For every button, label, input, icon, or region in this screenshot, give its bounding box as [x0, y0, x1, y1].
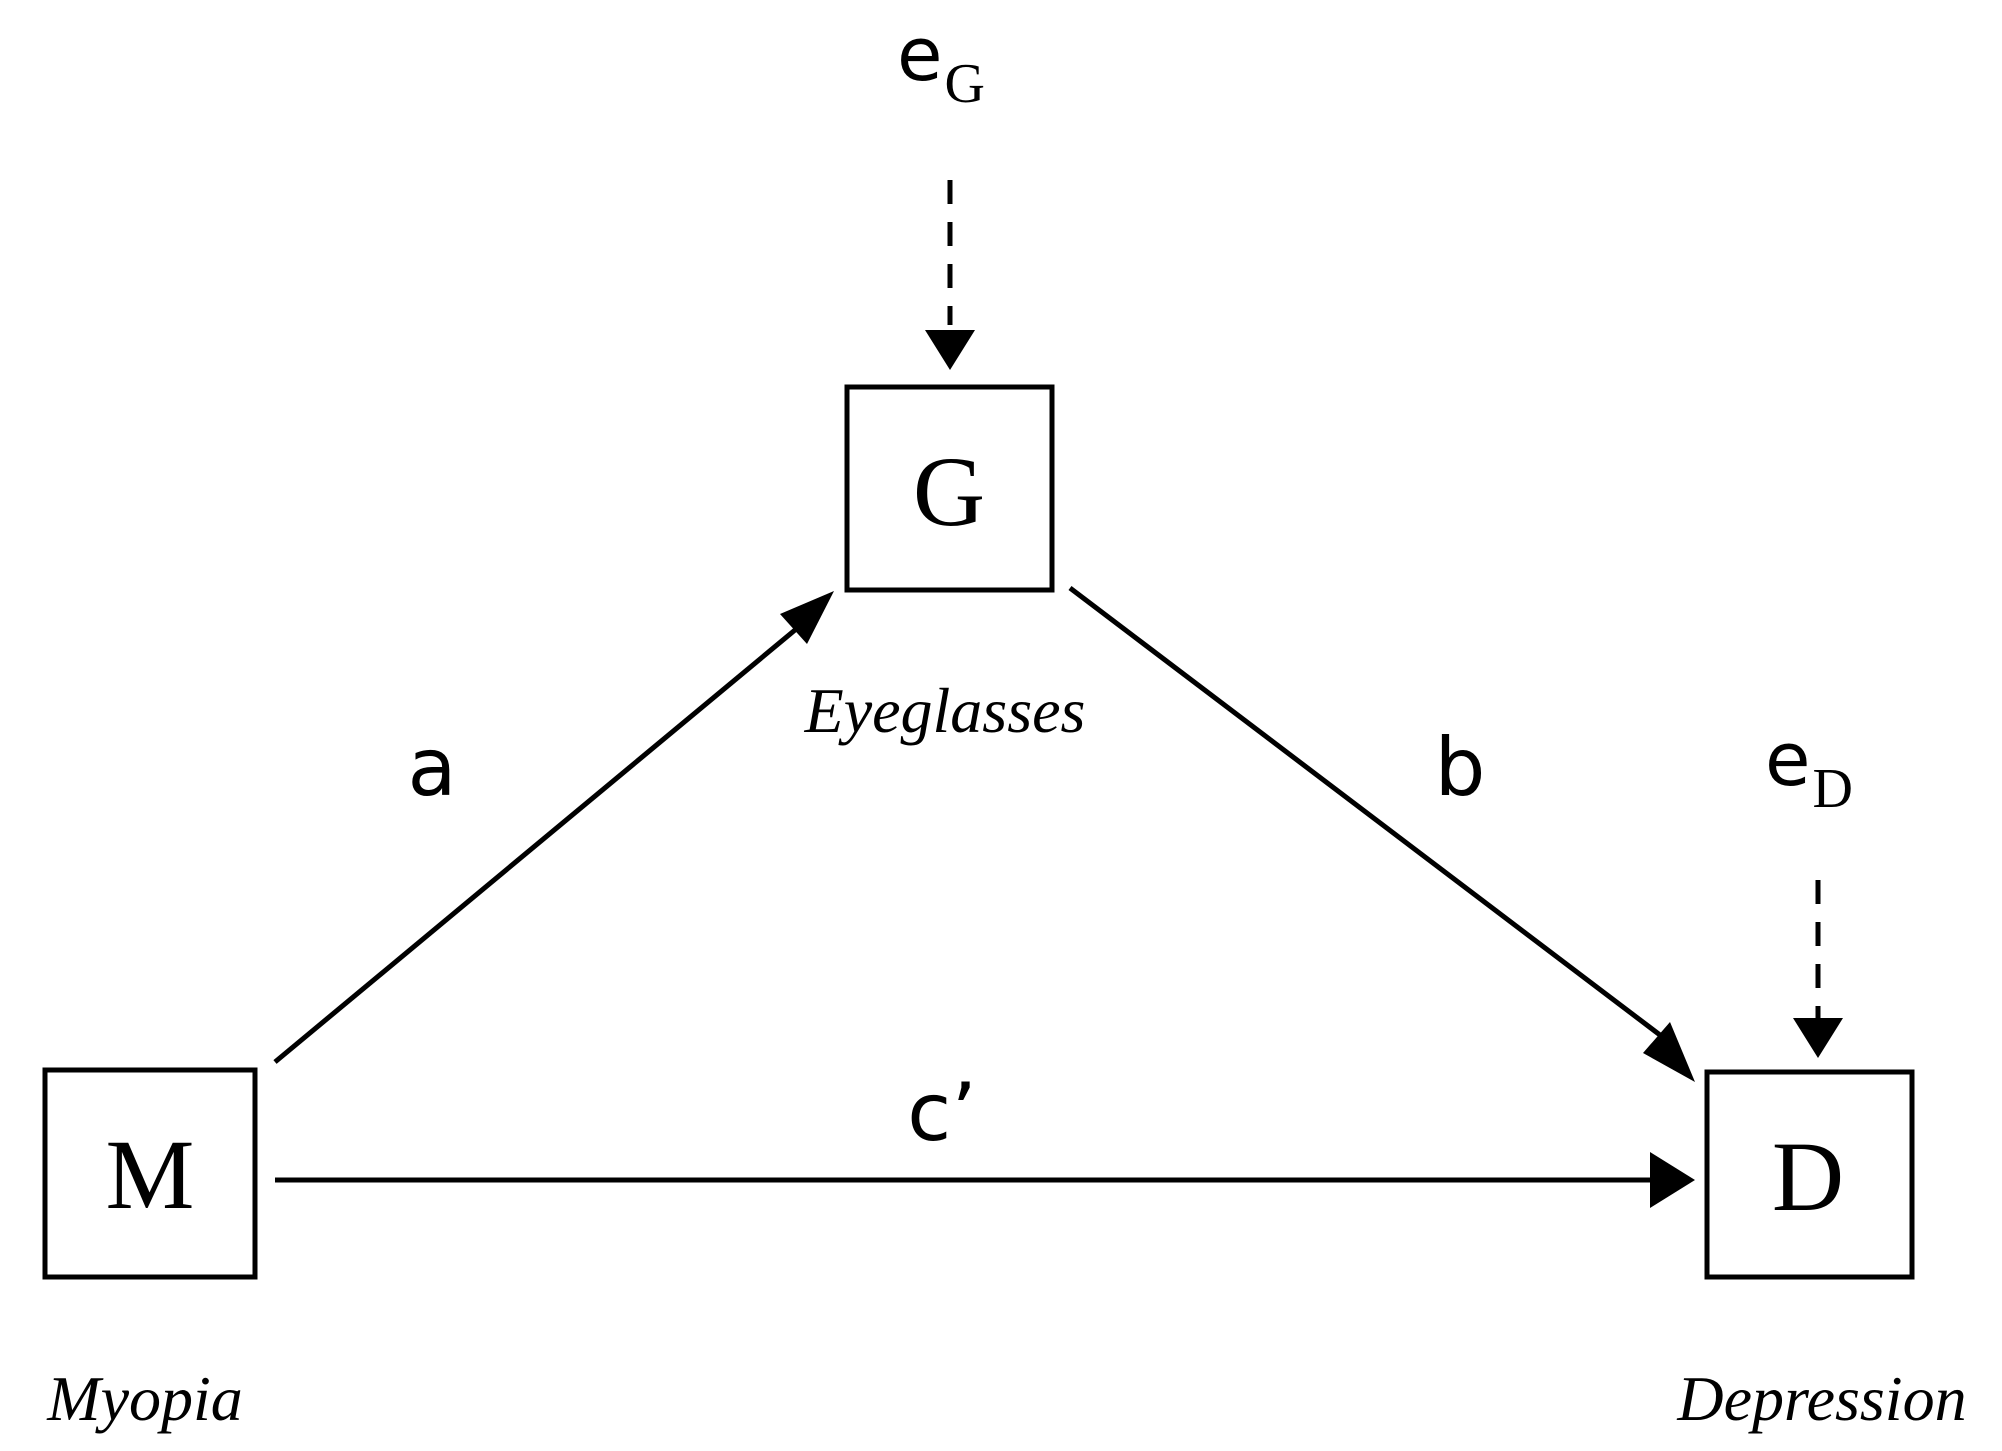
depression-box — [1704, 1069, 1915, 1280]
error-depression-sub: D — [1813, 758, 1853, 820]
path-b-arrowhead — [1643, 1022, 1695, 1082]
path-a-arrowhead — [780, 591, 834, 644]
error-depression-arrowhead — [1793, 1018, 1843, 1058]
path-c-prime-arrowhead — [1650, 1152, 1695, 1208]
myopia-caption: Myopia — [46, 1363, 243, 1434]
path-b-label: b — [1435, 721, 1486, 814]
eyeglasses-letter: G — [913, 436, 985, 547]
error-depression-label: eD — [1765, 717, 1853, 820]
myopia-letter: M — [106, 1119, 195, 1230]
path-b-line — [1068, 586, 1662, 1037]
eyeglasses-caption: Eyeglasses — [804, 675, 1086, 746]
error-eyeglasses-main: e — [897, 12, 943, 98]
myopia-box — [42, 1067, 258, 1280]
eyeglasses-box — [844, 384, 1055, 593]
depression-caption: Depression — [1676, 1363, 1966, 1434]
error-depression-main: e — [1765, 717, 1811, 803]
path-a-line — [273, 628, 797, 1064]
path-a-label: a — [407, 721, 456, 814]
path-c-prime-label: c’ — [907, 1066, 976, 1159]
error-eyeglasses-arrowhead — [925, 330, 975, 370]
error-eyeglasses-label: eG — [897, 12, 985, 115]
error-eyeglasses-sub: G — [945, 53, 985, 115]
depression-letter: D — [1772, 1121, 1844, 1232]
